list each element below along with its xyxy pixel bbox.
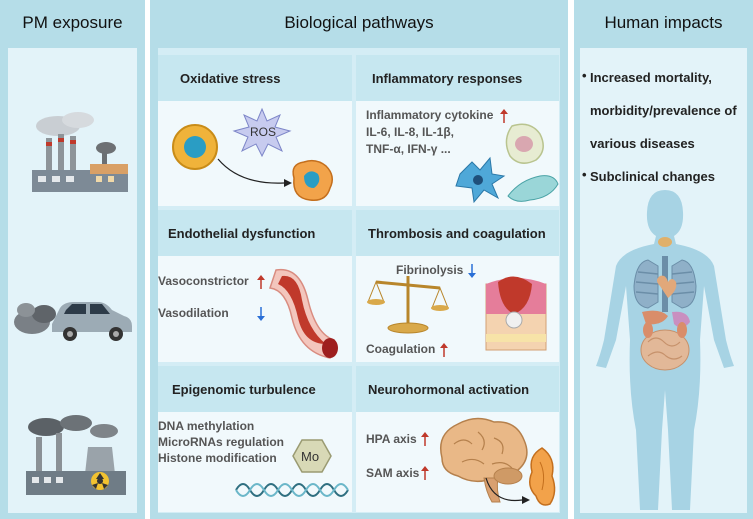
human-body-icon — [596, 190, 734, 510]
power-plant-icon — [26, 415, 126, 495]
histone-modification-text: Histone modification — [158, 451, 277, 465]
endothelial-dysfunction-title: Endothelial dysfunction — [158, 210, 352, 256]
fibrinolysis-text: Fibrinolysis — [396, 263, 464, 277]
blood-vessel-icon — [268, 268, 338, 359]
pm-exposure-body — [8, 48, 137, 513]
up-arrow-icon — [440, 343, 448, 357]
biological-pathways-title: Biological pathways — [284, 13, 434, 32]
epigenomic-turbulence-title: Epigenomic turbulence — [158, 366, 352, 412]
down-arrow-icon — [468, 264, 476, 278]
immune-cells-icon — [455, 123, 559, 204]
impact-mortality-line-2: morbidity/prevalence of — [590, 103, 737, 118]
cell-icon — [172, 124, 218, 170]
up-arrow-icon — [500, 109, 508, 123]
molybdenum-hexagon-icon — [292, 439, 332, 473]
impact-mortality-line-1: Increased mortality, — [590, 70, 712, 85]
balance-scale-icon — [367, 276, 449, 334]
cytokine-list-line-1: IL-6, IL-8, IL-1β, — [366, 125, 454, 139]
ros-burst-icon — [232, 107, 292, 158]
car-exhaust-icon — [14, 302, 132, 341]
cytokine-list-line-2: TNF-α, IFN-γ ... — [366, 142, 451, 156]
coagulation-text: Coagulation — [366, 342, 436, 356]
adrenal-gland-icon — [529, 447, 556, 506]
ros-label: ROS — [250, 125, 277, 139]
vasoconstrictor-text: Vasoconstrictor — [158, 274, 249, 288]
down-arrow-icon — [257, 307, 265, 321]
dna-helix-icon — [235, 483, 349, 497]
pm-exposure-title: PM exposure — [22, 13, 123, 32]
dna-methylation-text: DNA methylation — [158, 419, 255, 433]
vasodilation-text: Vasodilation — [158, 306, 229, 320]
thrombosis-coagulation-title: Thrombosis and coagulation — [356, 210, 559, 256]
neurohormonal-activation-title: Neurohormonal activation — [356, 366, 559, 412]
blood-clot-icon — [485, 276, 547, 351]
oxidative-stress-title: Oxidative stress — [158, 55, 352, 101]
up-arrow-icon — [257, 275, 265, 289]
factory-icon — [32, 112, 128, 192]
human-impacts-title: Human impacts — [604, 13, 723, 32]
hpa-axis-text: HPA axis — [366, 432, 417, 446]
mo-label: Mo — [301, 449, 320, 464]
biological-pathways-column: Biological pathways Oxidative stress Inf… — [150, 0, 568, 519]
impact-subclinical: Subclinical changes — [590, 169, 715, 184]
impact-mortality-line-3: various diseases — [590, 136, 695, 151]
inflammatory-cytokine-text: Inflammatory cytokine — [366, 108, 494, 122]
up-arrow-icon — [421, 466, 429, 480]
arrow-to-adrenal-gland — [485, 477, 530, 504]
micrornas-regulation-text: MicroRNAs regulation — [158, 435, 285, 449]
sam-axis-text: SAM axis — [366, 466, 420, 480]
up-arrow-icon — [421, 432, 429, 446]
human-impacts-column: Human impacts — [574, 0, 753, 519]
bullet-dot: • — [582, 167, 587, 182]
arrow-to-damaged-cell — [217, 158, 292, 187]
inflammatory-responses-title: Inflammatory responses — [356, 55, 559, 101]
pm-exposure-column: PM exposure — [0, 0, 145, 519]
bullet-dot: • — [582, 68, 587, 83]
damaged-cell-icon — [292, 159, 333, 201]
